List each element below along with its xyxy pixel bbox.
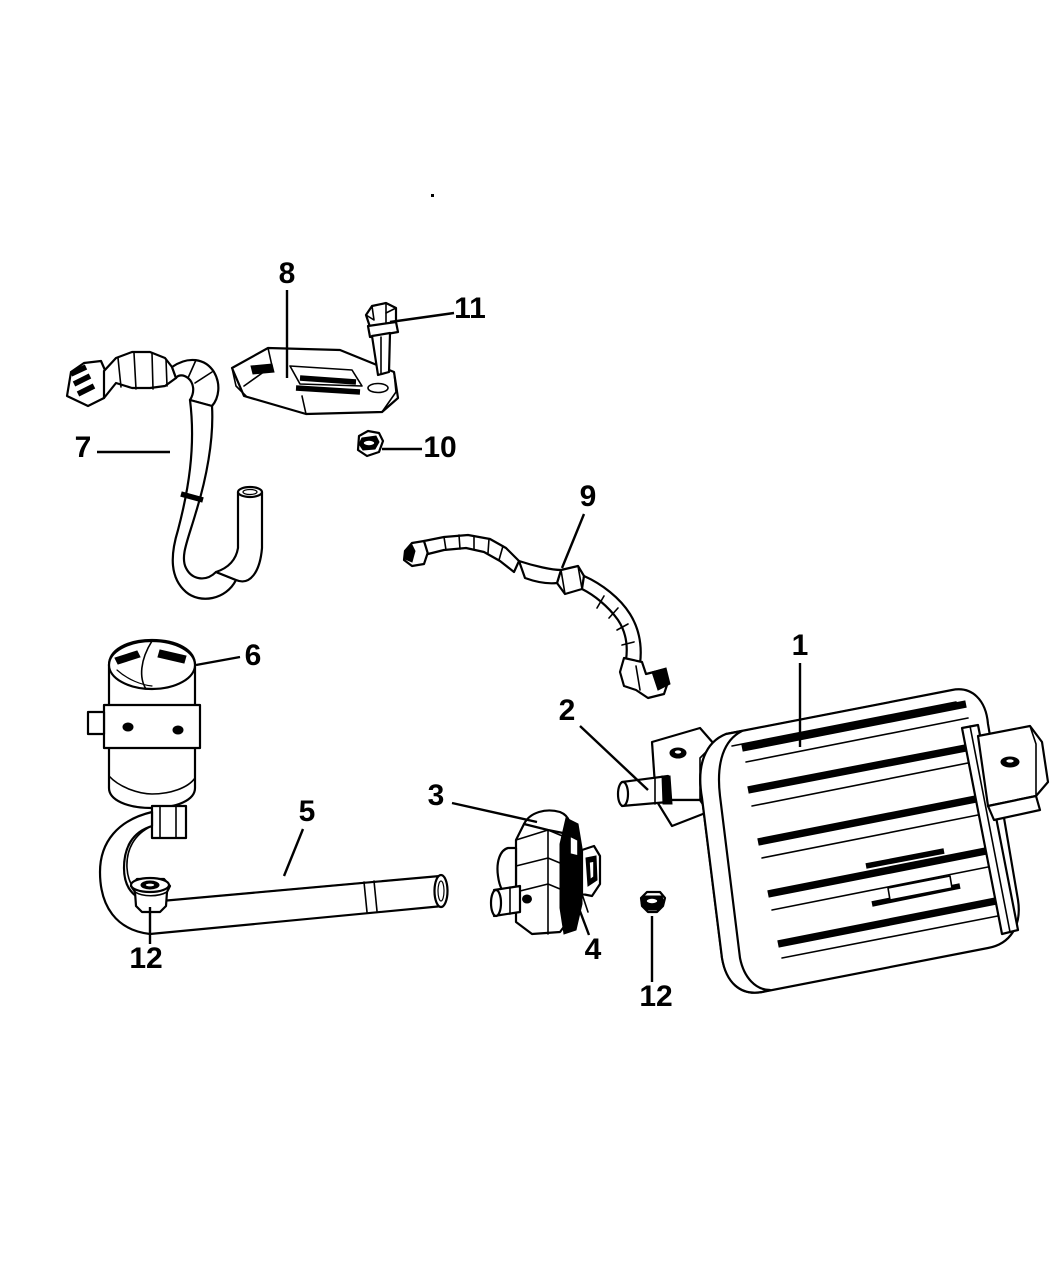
callout-label-4: 4 (585, 933, 602, 966)
callout-label-12-left: 12 (129, 942, 162, 975)
callout-label-1: 1 (792, 629, 809, 662)
part-pump-filter (580, 844, 602, 913)
callout-label-8: 8 (279, 257, 296, 290)
leader-line-4 (570, 889, 591, 936)
callout-label-11: 11 (454, 292, 486, 325)
leader-line-9 (560, 513, 586, 569)
callout-label-6: 6 (245, 639, 262, 672)
callout-layer: 1 2 3 4 5 6 7 8 9 10 11 12 12 (75, 257, 809, 1013)
speck-artifact (431, 194, 434, 197)
part-canister-mounting-bracket (230, 346, 400, 416)
callout-label-10: 10 (423, 431, 456, 464)
callout-label-12-right: 12 (639, 980, 672, 1013)
callout-label-5: 5 (299, 795, 316, 828)
part-canister-inlet-fitting (616, 774, 673, 808)
part-vapor-canister (616, 688, 1050, 994)
callout-label-7: 7 (75, 431, 92, 464)
part-grommet-right (639, 890, 667, 914)
part-leak-detection-pump (489, 809, 602, 936)
part-hex-flange-bolt (364, 301, 400, 377)
leader-line-6 (195, 655, 241, 667)
leader-line-2 (579, 725, 649, 791)
callout-label-3: 3 (428, 779, 445, 812)
part-grommet-left (129, 876, 172, 914)
part-vapor-hose-long (65, 350, 264, 600)
leader-line-11 (389, 311, 455, 324)
callout-label-2: 2 (559, 694, 576, 727)
part-vapor-hose-short (402, 533, 671, 700)
part-dust-filter (86, 638, 202, 840)
leader-line-5 (282, 828, 305, 877)
leader-line-3 (451, 801, 538, 824)
part-flange-nut (356, 429, 385, 458)
callout-label-9: 9 (580, 480, 597, 513)
